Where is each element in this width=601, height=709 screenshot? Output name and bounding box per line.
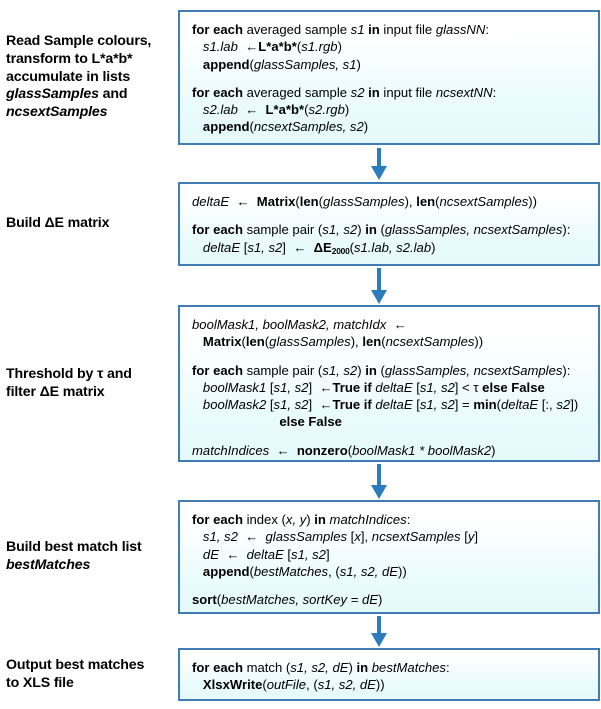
code-box-build-delta-e-matrix: deltaE ← Matrix(len(glassSamples), len(n… [178,182,600,266]
stage-label-text: Read Sample colours,transform to L*a*b*a… [6,33,152,121]
stage-label-build-delta-e-matrix: Build ΔE matrix [0,182,178,266]
code-box-build-best-match-list: for each index (x, y) in matchIndices: s… [178,500,600,614]
code-box-read-samples: for each averaged sample s1 in input fil… [178,10,600,145]
down-arrow-icon-4 [371,616,387,647]
code-box-output-xls: for each match (s1, s2, dE) in bestMatch… [178,648,600,701]
code-box-threshold-filter: boolMask1, boolMask2, matchIdx ← Matrix(… [178,305,600,462]
down-arrow-icon-1 [371,148,387,180]
down-arrow-icon-2 [371,268,387,304]
stage-label-read-samples: Read Sample colours,transform to L*a*b*a… [0,10,178,145]
stage-label-text: Build ΔE matrix [6,215,110,232]
stage-build-delta-e-matrix: Build ΔE matrix deltaE ← Matrix(len(glas… [0,182,601,266]
stage-read-samples: Read Sample colours,transform to L*a*b*a… [0,10,601,145]
down-arrow-icon-3 [371,464,387,499]
